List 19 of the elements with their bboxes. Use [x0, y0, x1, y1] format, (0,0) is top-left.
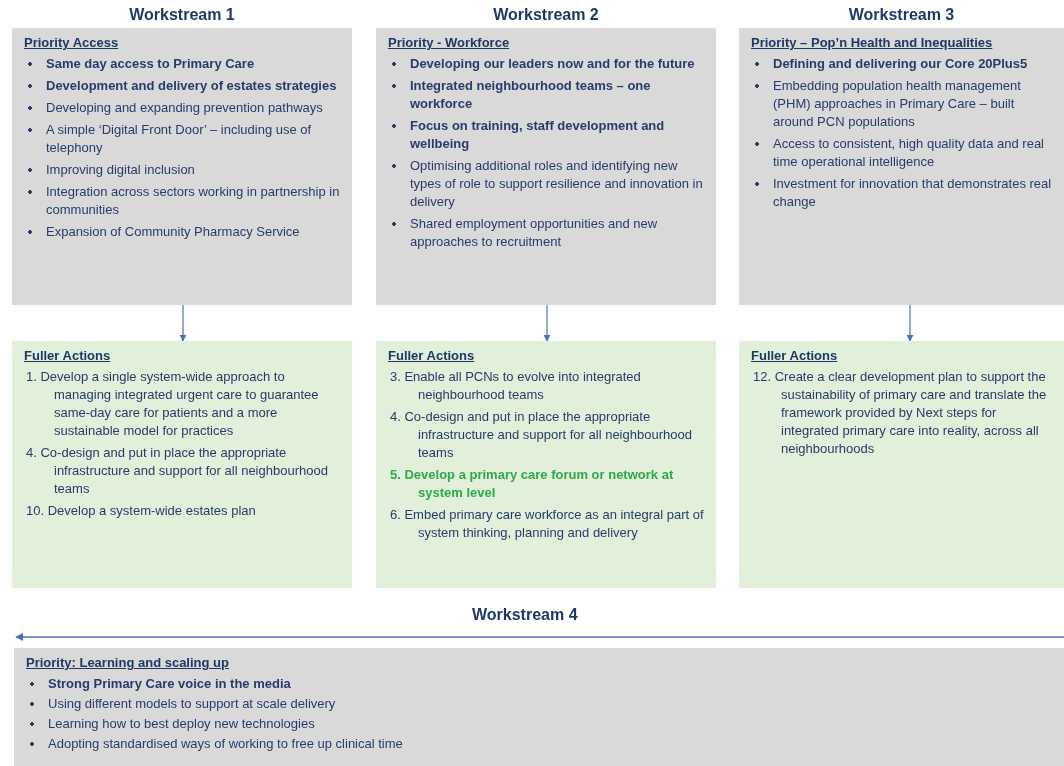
- numbered-action: 4. Co-design and put in place the appropriate infrastructure and support for all neighbourhood teams: [25, 444, 329, 498]
- numbered-action: 3. Enable all PCNs to evolve into integrated neighbourhood teams: [389, 368, 642, 404]
- numbered-action: 4. Co-design and put in place the appropriate infrastructure and support for all neighbourhood teams: [389, 408, 693, 462]
- numbered-action: 12. Create a clear development plan to support the sustainability of primary care and translate the framework provided by Next steps for integrated primary care into reality, across all neighbourhoods: [752, 368, 1048, 458]
- panel-heading: Priority Access: [24, 35, 119, 50]
- panel-heading: Fuller Actions: [24, 348, 111, 363]
- panel-heading: Fuller Actions: [388, 348, 475, 363]
- workstream-heading: Workstream 4: [472, 606, 578, 624]
- numbered-action: 5. Develop a primary care forum or network at system level: [389, 466, 675, 502]
- numbered-action: 1. Develop a single system-wide approach to managing integrated urgent care to guarantee same-day care for patients and a more sustainable model for practices: [25, 368, 320, 440]
- panel-heading: Priority - Workforce: [388, 35, 510, 50]
- panel-heading: Priority – Pop’n Health and Inequalities: [751, 35, 993, 50]
- panel-heading: Fuller Actions: [751, 348, 838, 363]
- panel-heading: Priority: Learning and scaling up: [26, 655, 229, 670]
- numbered-action: 10. Develop a system-wide estates plan: [25, 502, 257, 520]
- workstream-heading: Workstream 3: [847, 6, 956, 24]
- workstream-heading: Workstream 1: [128, 6, 236, 24]
- numbered-action: 6. Embed primary care workforce as an integral part of system thinking, planning and delivery: [389, 506, 705, 542]
- workstream-heading: Workstream 2: [492, 6, 600, 24]
